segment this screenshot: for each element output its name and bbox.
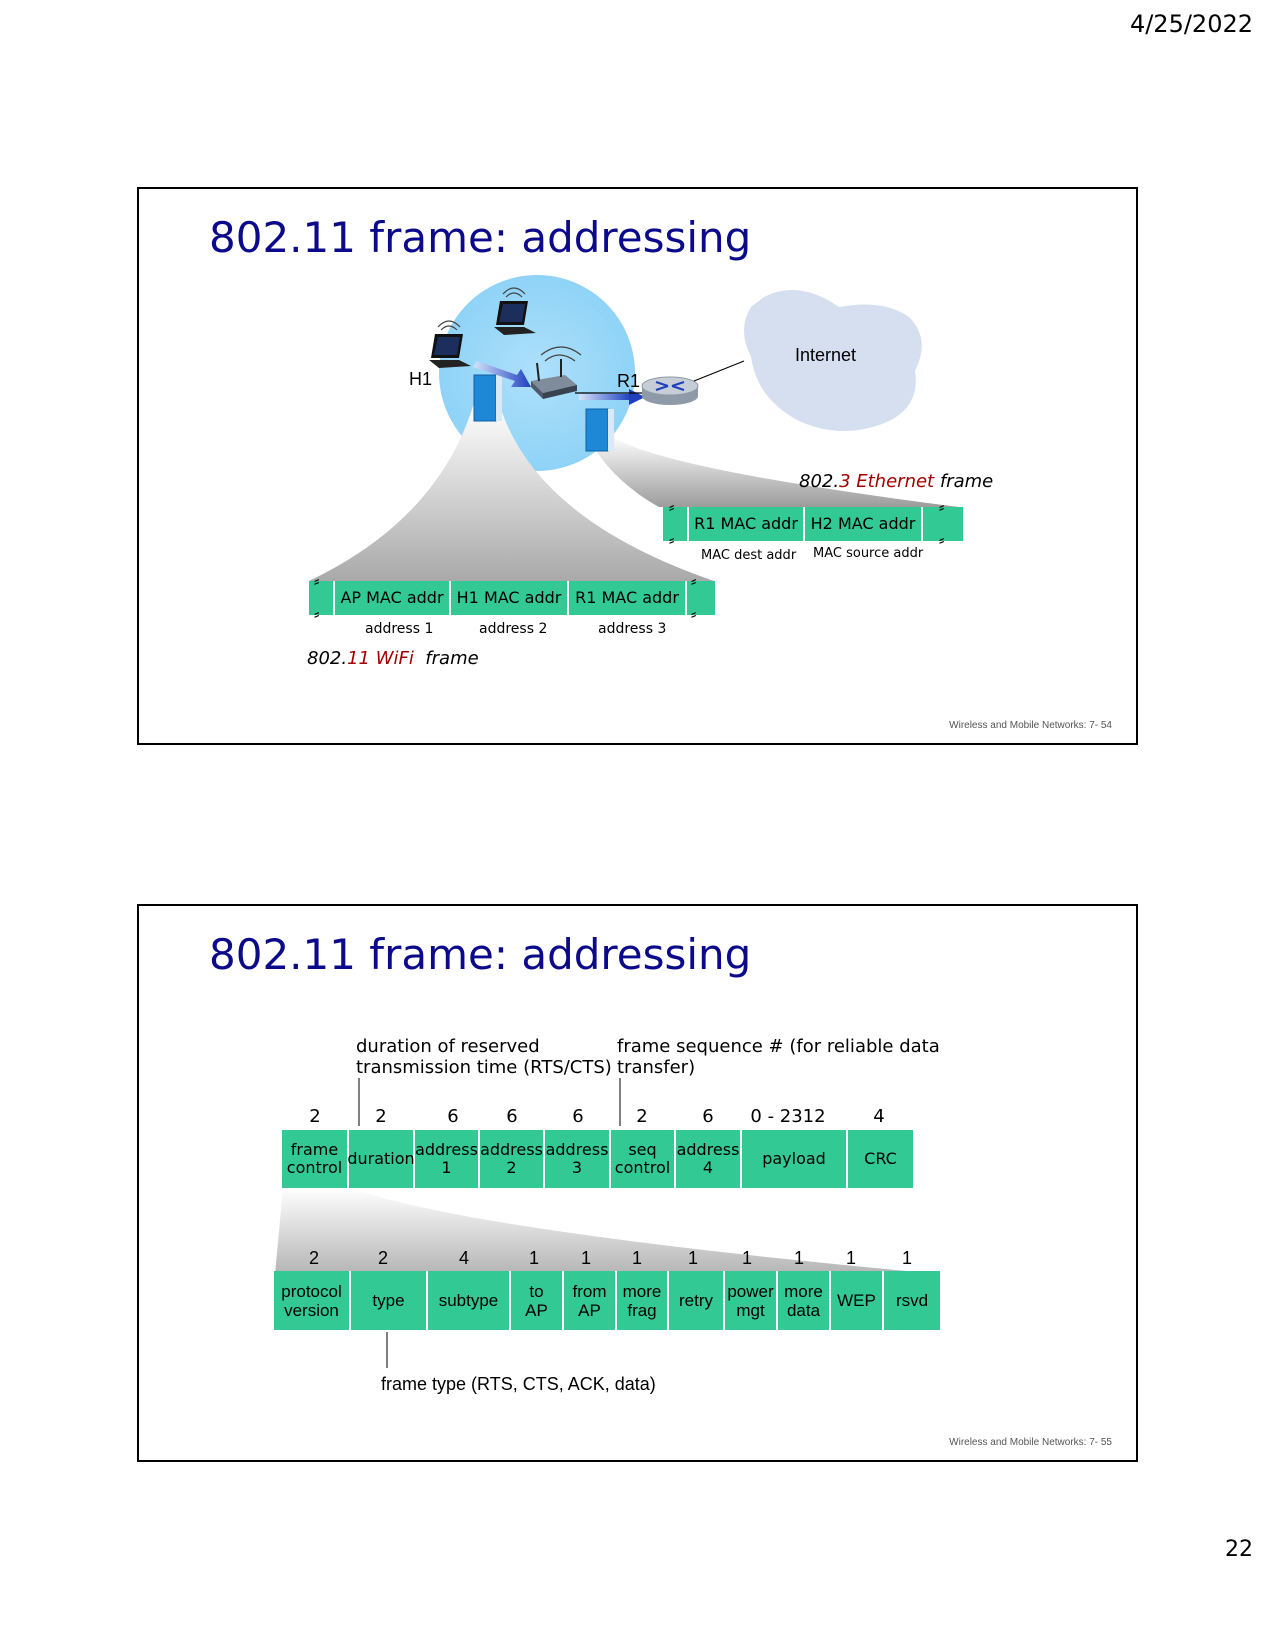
- ethernet-frame-caption: 802.3 Ethernet frame: [799, 471, 994, 492]
- field-size: 1: [793, 1248, 804, 1268]
- break-mark-icon: ⸗: [314, 604, 320, 623]
- field-size: 1: [687, 1248, 698, 1268]
- break-mark-icon: ⸗: [691, 571, 697, 590]
- more-frag-field: more frag: [617, 1271, 669, 1330]
- wifi-address2-sublabel: address 2: [479, 621, 548, 637]
- address1-field: address 1: [415, 1130, 480, 1188]
- wifi-frame-caption: 802.11 WiFi frame: [307, 648, 479, 669]
- wifi-address3-field: R1 MAC addr: [569, 581, 687, 615]
- address2-field: address 2: [480, 1130, 545, 1188]
- slide-title: 802.11 frame: addressing: [209, 213, 752, 262]
- payload-field: payload: [742, 1130, 848, 1188]
- field-size: 4: [458, 1248, 469, 1268]
- router-r1-icon: [641, 376, 699, 405]
- wifi-address1-sublabel: address 1: [365, 621, 434, 637]
- frame-control-expansion: [275, 1188, 939, 1274]
- h1-to-ap-arrow: [473, 361, 531, 387]
- field-size: 6: [506, 1106, 518, 1127]
- frame-break-left: [309, 581, 335, 615]
- retry-field: retry: [669, 1271, 725, 1330]
- address3-field: address 3: [545, 1130, 611, 1188]
- field-size: 4: [873, 1106, 885, 1127]
- frame-type-annotation: frame type (RTS, CTS, ACK, data): [381, 1374, 656, 1394]
- from-ap-field: from AP: [564, 1271, 617, 1330]
- break-mark-icon: ⸗: [691, 604, 697, 623]
- address4-field: address 4: [676, 1130, 742, 1188]
- wep-field: WEP: [831, 1271, 884, 1330]
- slide-55: 802.11 frame: addressing duration of res…: [137, 904, 1138, 1462]
- frame-format-diagram: [275, 1078, 939, 1368]
- field-size: 2: [309, 1106, 321, 1127]
- wifi-frame-icon: [473, 374, 497, 422]
- page-date: 4/25/2022: [1129, 10, 1253, 38]
- slide-footer: Wireless and Mobile Networks: 7- 54: [949, 720, 1112, 731]
- internet-label: Internet: [795, 345, 857, 365]
- field-size: 6: [572, 1106, 584, 1127]
- ethernet-dest-sublabel: MAC dest addr: [701, 548, 797, 563]
- duration-field: duration: [347, 1130, 415, 1188]
- slide-title: 802.11 frame: addressing: [209, 930, 752, 979]
- access-point-icon: [531, 346, 582, 399]
- sequence-annotation: frame sequence # (for reliable data tran…: [617, 1036, 940, 1078]
- field-size: 0 - 2312: [750, 1106, 826, 1127]
- slide-54: 802.11 frame: addressing: [137, 187, 1138, 745]
- subtype-field: subtype: [428, 1271, 511, 1330]
- network-diagram: [309, 275, 959, 581]
- ethernet-source-sublabel: MAC source addr: [813, 546, 924, 561]
- r1-label: R1: [617, 371, 641, 391]
- seq-control-field: seq control: [611, 1130, 676, 1188]
- field-size: 1: [580, 1248, 591, 1268]
- power-mgt-field: power mgt: [725, 1271, 778, 1330]
- h1-label: H1: [409, 369, 433, 389]
- slide-footer: Wireless and Mobile Networks: 7- 55: [949, 1437, 1112, 1448]
- field-size: 1: [528, 1248, 539, 1268]
- internet-cloud: [744, 289, 922, 432]
- field-size: 1: [845, 1248, 856, 1268]
- frame-break-left: [663, 507, 689, 541]
- field-size: 2: [308, 1248, 319, 1268]
- field-size: 1: [901, 1248, 912, 1268]
- to-ap-field: to AP: [511, 1271, 564, 1330]
- ethernet-frame-icon: [585, 408, 609, 452]
- field-size: 1: [741, 1248, 752, 1268]
- field-size: 2: [636, 1106, 648, 1127]
- wifi-address1-field: AP MAC addr: [333, 581, 451, 615]
- page-number: 22: [1225, 1537, 1253, 1562]
- frame-break-right: [923, 507, 963, 541]
- more-data-field: more data: [778, 1271, 831, 1330]
- frame-control-field: frame control: [282, 1130, 349, 1188]
- field-size: 1: [631, 1248, 642, 1268]
- ethernet-source-field: H2 MAC addr: [805, 507, 923, 541]
- rsvd-field: rsvd: [884, 1271, 940, 1330]
- laptop-h1-icon: [429, 320, 471, 368]
- field-size: 2: [377, 1248, 388, 1268]
- wifi-address2-field: H1 MAC addr: [451, 581, 569, 615]
- field-size: 2: [375, 1106, 387, 1127]
- ethernet-frame-funnel: [587, 435, 959, 507]
- laptop-icon: [494, 287, 536, 335]
- field-size: 6: [447, 1106, 459, 1127]
- duration-annotation: duration of reserved transmission time (…: [356, 1036, 612, 1078]
- protocol-version-field: protocol version: [274, 1271, 351, 1330]
- crc-field: CRC: [848, 1130, 913, 1188]
- break-mark-icon: ⸗: [939, 530, 945, 549]
- break-mark-icon: ⸗: [939, 497, 945, 516]
- type-field: type: [351, 1271, 428, 1330]
- break-mark-icon: ⸗: [314, 571, 320, 590]
- field-size: 6: [702, 1106, 714, 1127]
- ethernet-dest-field: R1 MAC addr: [687, 507, 805, 541]
- frame-break-right: [687, 581, 715, 615]
- wifi-frame-funnel: [309, 403, 714, 581]
- wifi-address3-sublabel: address 3: [598, 621, 667, 637]
- break-mark-icon: ⸗: [669, 497, 675, 516]
- break-mark-icon: ⸗: [669, 530, 675, 549]
